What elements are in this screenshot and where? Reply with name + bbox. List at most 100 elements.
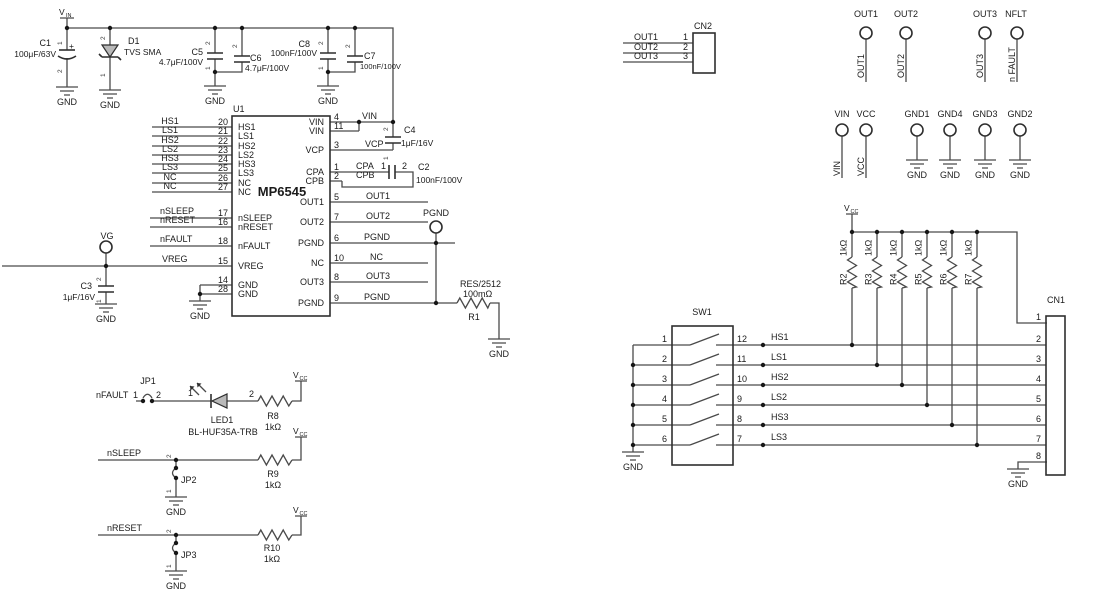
value-r1: 100mΩ <box>463 289 493 299</box>
value-c7: 100nF/100V <box>360 62 401 71</box>
ref-r4: R4 <box>889 273 899 285</box>
net-label: HS2 <box>771 372 789 382</box>
jp1-pin2: 2 <box>156 390 161 400</box>
c1-pin2: 1 <box>57 41 64 45</box>
value-r8: 1kΩ <box>265 422 282 432</box>
wires-ic-right <box>330 121 500 339</box>
value-r3: 1kΩ <box>864 239 874 256</box>
resistor-r7 <box>971 256 984 289</box>
value-r10: 1kΩ <box>264 554 281 564</box>
pin-number: 2 <box>334 171 339 181</box>
testpoint-vg <box>99 240 113 254</box>
pin-number: 9 <box>334 293 339 303</box>
ref-r5: R5 <box>914 273 924 285</box>
vcc-symbol-label: V <box>293 505 299 515</box>
resistor-r10 <box>257 528 293 542</box>
pin-number: 7 <box>737 434 742 444</box>
testpoint-gnd2 <box>1013 123 1027 137</box>
c7-pin2: 2 <box>345 44 352 48</box>
value-d1: TVS SMA <box>124 47 162 57</box>
pin-number: 21 <box>218 126 228 136</box>
ic-pin-name: NC <box>238 178 251 188</box>
value-c2: 100nF/100V <box>416 175 463 185</box>
net-label: nFAULT <box>160 234 193 244</box>
vcc-symbol-sub: CC <box>300 432 308 438</box>
value-r2: 1kΩ <box>839 239 849 256</box>
pin-number: 27 <box>218 182 228 192</box>
value-r6: 1kΩ <box>939 239 949 256</box>
ic-body-u1 <box>231 115 331 317</box>
wire-label: OUT1 <box>856 54 866 78</box>
c2-pin1: 1 <box>381 161 386 171</box>
ref-c7: C7 <box>364 51 376 61</box>
net-label: HS2 <box>161 135 179 145</box>
ref-c5: C5 <box>191 47 203 57</box>
testpoint-out2 <box>899 26 913 40</box>
diode-d1-tvs <box>98 44 122 61</box>
c1-plus: + <box>69 41 74 51</box>
net-label-nreset: nRESET <box>107 523 143 533</box>
ic-pin-name: NC <box>238 187 251 197</box>
ic-pin-name: CPB <box>305 176 324 186</box>
ic-pin-name: PGND <box>298 238 325 248</box>
testpoint-label: NFLT <box>1005 9 1027 19</box>
ic-pin-name: HS2 <box>238 141 256 151</box>
pin-number: 8 <box>334 272 339 282</box>
testpoint-label: GND1 <box>904 109 929 119</box>
testpoint-out1 <box>859 26 873 40</box>
ic-pin-name: VIN <box>309 117 324 127</box>
testpoint-pgnd-label: PGND <box>423 208 450 218</box>
net-label: NC <box>164 181 177 191</box>
value-c1: 100μF/63V <box>14 49 56 59</box>
net-label-nfault: nFAULT <box>96 390 129 400</box>
gnd-label: GND <box>975 170 996 180</box>
d1-pin2: 2 <box>100 36 107 40</box>
testpoint-out3 <box>978 26 992 40</box>
part-led1: BL-HUF35A-TRB <box>188 427 258 437</box>
gnd-label: GND <box>940 170 961 180</box>
pin-number: 6 <box>1036 414 1041 424</box>
net-label: OUT3 <box>366 271 390 281</box>
pin-number: 4 <box>334 112 339 122</box>
ref-r3: R3 <box>864 273 874 285</box>
capacitor-c2 <box>388 165 396 179</box>
net-label: LS1 <box>771 352 787 362</box>
gnd-label: GND <box>489 349 510 359</box>
value-c3: 1μF/16V <box>63 292 96 302</box>
net-label-nsleep: nSLEEP <box>107 448 141 458</box>
resistor-r8 <box>257 394 293 408</box>
pin-number: 9 <box>737 394 742 404</box>
c8-pin1: 1 <box>318 66 325 70</box>
pin-number: 17 <box>218 208 228 218</box>
pin-number: 14 <box>218 275 228 285</box>
ic-pin-name: PGND <box>298 298 325 308</box>
net-label: CPA <box>356 161 374 171</box>
gnd-label: GND <box>166 581 187 591</box>
gnd-label: GND <box>100 100 121 110</box>
vcc-symbol-sub: CC <box>851 209 859 215</box>
wires-pullups <box>846 213 1047 445</box>
net-label: LS3 <box>771 432 787 442</box>
pin-number: 16 <box>218 217 228 227</box>
jp3-pin2: 2 <box>166 529 173 533</box>
resistor-r1 <box>456 296 491 310</box>
gnd-label: GND <box>57 97 78 107</box>
pin-number: 11 <box>334 121 343 131</box>
ref-cn2: CN2 <box>694 21 712 31</box>
gnd-symbols <box>55 85 1032 580</box>
net-label: OUT2 <box>634 42 658 52</box>
pin-number: 25 <box>218 163 228 173</box>
pin-number: 23 <box>218 145 228 155</box>
net-label: VIN <box>362 111 377 121</box>
ic-pin-name: VIN <box>309 126 324 136</box>
testpoint-vcc <box>859 123 873 137</box>
ic-pin-name: nSLEEP <box>238 213 272 223</box>
resistor-r5 <box>921 256 934 289</box>
connector-body-cn2 <box>692 32 716 74</box>
testpoint-label: OUT3 <box>973 9 997 19</box>
ic-pin-name: LS1 <box>238 131 254 141</box>
ic-pin-name: OUT3 <box>300 277 324 287</box>
pin-number: 4 <box>1036 374 1041 384</box>
pin-number: 8 <box>737 414 742 424</box>
